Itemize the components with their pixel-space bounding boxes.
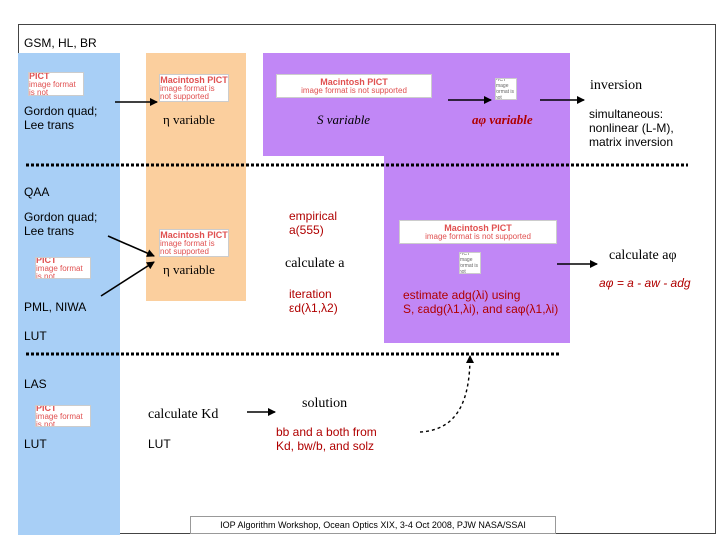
calculate-a-label: calculate a bbox=[285, 256, 345, 271]
eta-variable-label-qaa: η variable bbox=[163, 262, 215, 277]
pml-niwa-label: PML, NIWA bbox=[24, 300, 87, 314]
las-title: LAS bbox=[24, 377, 47, 391]
iteration-label: iteration εd(λ1,λ2) bbox=[289, 287, 338, 315]
s-variable-label: S variable bbox=[317, 112, 371, 127]
simultaneous-label: simultaneous: nonlinear (L-M), matrix in… bbox=[589, 107, 674, 149]
bb-label: bb and a both from Kd, bw/b, and solz bbox=[276, 425, 377, 453]
gordon-quad-label-top: Gordon quad; Lee trans bbox=[24, 104, 98, 132]
lut2-label: LUT bbox=[148, 437, 171, 451]
inversion-label: inversion bbox=[590, 78, 643, 93]
header-title: GSM, HL, BR bbox=[24, 36, 97, 50]
lut-label-qaa: LUT bbox=[24, 329, 47, 343]
qaa-title: QAA bbox=[24, 185, 50, 199]
empirical-label: empirical a(555) bbox=[289, 209, 338, 237]
aphi-formula: aφ = a - aw - adg bbox=[599, 276, 691, 290]
flow-arrow bbox=[107, 235, 155, 257]
aphi-variable-label: aφ variable bbox=[472, 112, 533, 127]
purple-lower-block bbox=[384, 156, 570, 343]
solution-label: solution bbox=[302, 396, 348, 411]
lut-label-las: LUT bbox=[24, 437, 47, 451]
calculate-kd-label: calculate Kd bbox=[148, 407, 219, 422]
flow-arrow bbox=[100, 261, 155, 297]
footer-credit: IOP Algorithm Workshop, Ocean Optics XIX… bbox=[190, 516, 556, 534]
estimate-adg-label: estimate adg(λi) using S, εadg(λ1,λi), a… bbox=[403, 288, 559, 316]
feedback-dashed-arrow bbox=[419, 355, 474, 433]
gordon-quad-label-qaa: Gordon quad; Lee trans bbox=[24, 210, 98, 238]
calculate-aphi-label: calculate aφ bbox=[609, 248, 677, 263]
purple-top-block bbox=[263, 53, 570, 156]
eta-variable-label-top: η variable bbox=[163, 112, 215, 127]
